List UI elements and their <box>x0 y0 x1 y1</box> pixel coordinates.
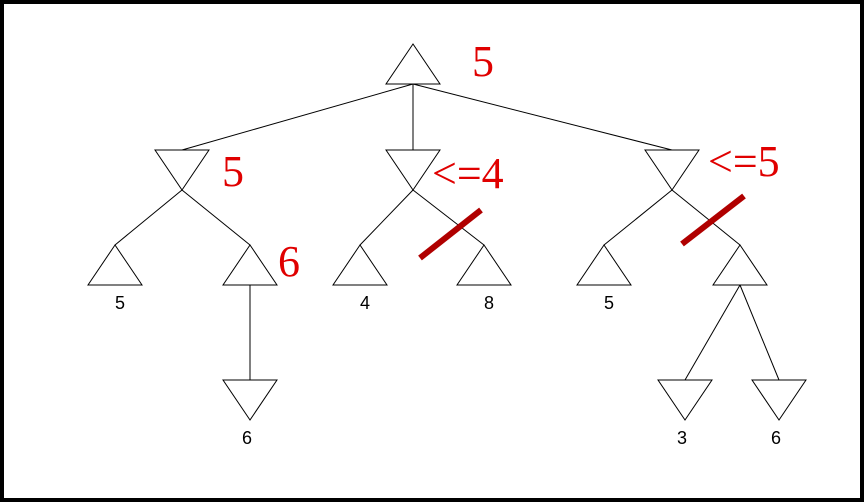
tree-edge-m1-a2 <box>181 189 251 246</box>
tree-edge-m1-a1 <box>114 189 183 246</box>
value-annotation-root: 5 <box>472 37 494 86</box>
max-node-root <box>385 43 441 85</box>
tree-edge-a6-b3 <box>739 284 780 381</box>
leaf-value-b3: 6 <box>771 428 781 448</box>
tree-edge-m3-a5 <box>603 189 673 246</box>
leaf-labels: 5 4 8 5 6 3 6 <box>115 293 781 448</box>
value-annotations: 556<=4<=5 <box>222 37 780 286</box>
leaf-value-a3: 4 <box>360 293 370 313</box>
tree-edge-m2-a3 <box>359 189 414 246</box>
min-node-b2 <box>657 379 713 421</box>
value-annotation-m3: <=5 <box>708 137 780 186</box>
tree-edge-m2-a4 <box>412 189 485 246</box>
leaf-value-a1: 5 <box>115 293 125 313</box>
value-annotation-m1: 5 <box>222 147 244 196</box>
tree-nodes <box>87 43 807 421</box>
max-node-a1 <box>87 244 143 286</box>
max-node-a4 <box>456 244 512 286</box>
leaf-value-a4: 8 <box>484 293 494 313</box>
leaf-value-b2: 3 <box>677 428 687 448</box>
min-node-m3 <box>644 149 700 191</box>
value-annotation-m2: <=4 <box>432 149 504 198</box>
min-node-m1 <box>154 149 210 191</box>
max-node-a6 <box>712 244 768 286</box>
tree-edge-root-m1 <box>181 83 414 151</box>
min-node-b1 <box>222 379 278 421</box>
prune-mark-m3-a6 <box>680 193 746 247</box>
prune-mark-m2-a4 <box>418 207 483 261</box>
min-node-b3 <box>751 379 807 421</box>
leaf-value-a5: 5 <box>604 293 614 313</box>
leaf-value-b1: 6 <box>242 428 252 448</box>
max-node-a5 <box>576 244 632 286</box>
tree-edge-a6-b2 <box>684 284 741 381</box>
value-annotation-a2: 6 <box>278 237 300 286</box>
max-node-a2 <box>222 244 278 286</box>
tree-edge-root-m3 <box>412 83 673 151</box>
max-node-a3 <box>332 244 388 286</box>
tree-edge-m3-a6 <box>671 189 741 246</box>
tree-edges <box>114 83 780 381</box>
prune-marks <box>418 193 746 261</box>
min-node-m2 <box>385 149 441 191</box>
